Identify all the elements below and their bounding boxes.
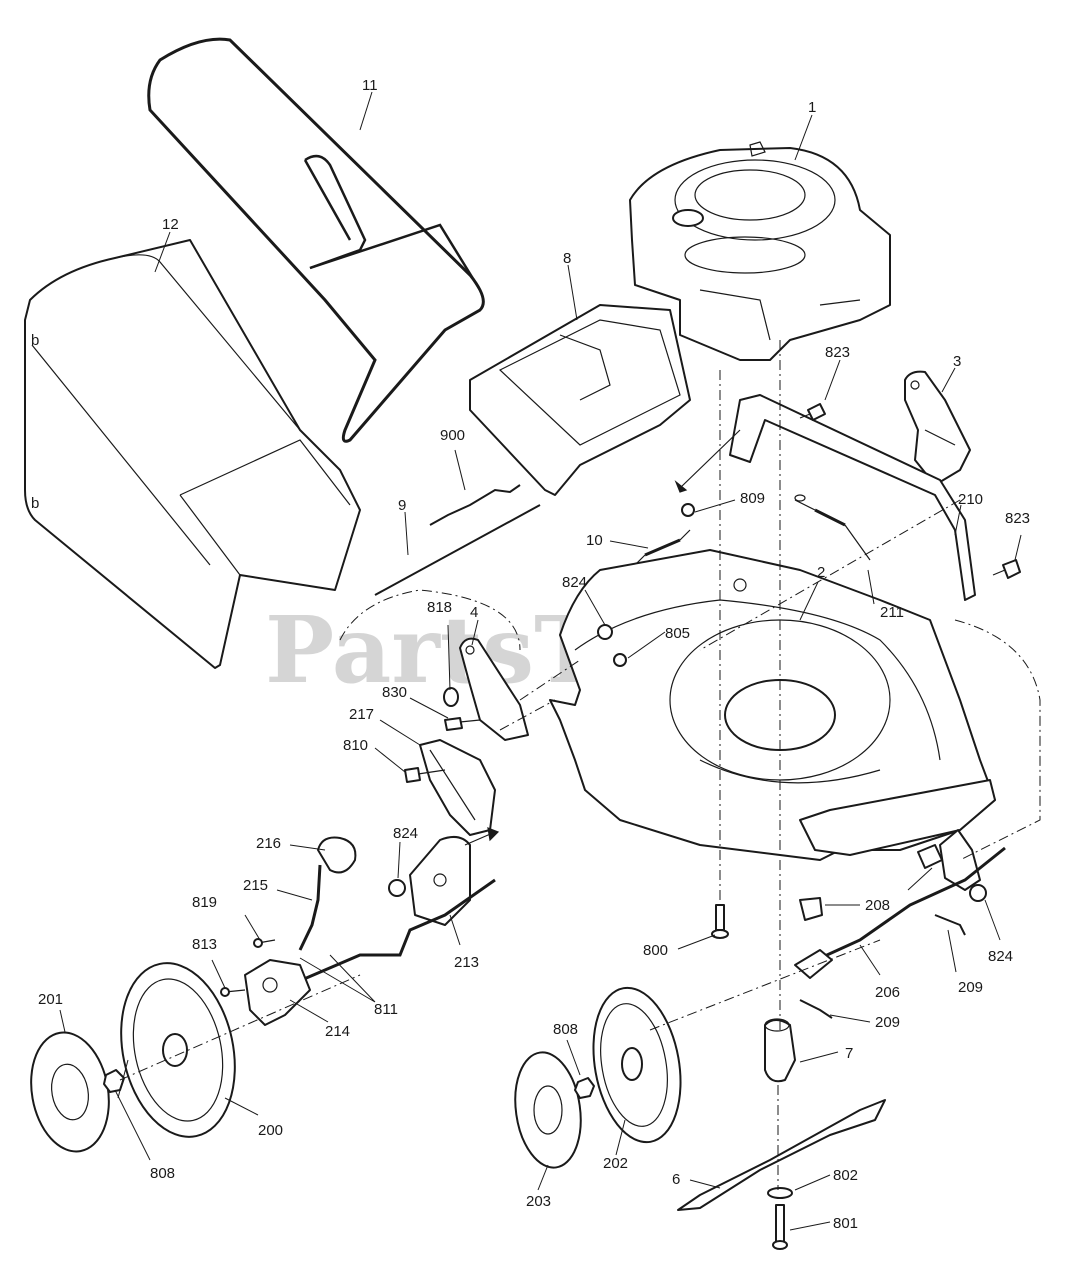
label-809: 809 (740, 490, 765, 507)
label-6: 6 (672, 1171, 680, 1188)
label-1: 1 (808, 99, 816, 116)
part-1-engine (629, 141, 891, 361)
label-9: 9 (398, 497, 406, 514)
label-813: 813 (192, 936, 217, 953)
part-824-nut-rear (388, 879, 406, 897)
label-3: 3 (953, 353, 961, 370)
part-210-lower-handle (729, 394, 976, 601)
label-216: 216 (256, 835, 281, 852)
part-203-front-hub-cap (514, 1051, 582, 1169)
label-213: 213 (454, 954, 479, 971)
part-211-spring (794, 494, 871, 561)
part-216-lever-knob (317, 836, 357, 874)
label-830: 830 (382, 684, 407, 701)
part-201-hub-cap (30, 1031, 110, 1153)
part-front-axle-sleeve (794, 949, 833, 979)
part-823-bolt-upper (799, 403, 826, 421)
part-12-grass-bag: b b (24, 239, 361, 669)
label-217: 217 (349, 706, 374, 723)
part-805-nut (613, 653, 627, 667)
label-4: 4 (470, 604, 478, 621)
label-7: 7 (845, 1045, 853, 1062)
label-802: 802 (833, 1167, 858, 1184)
label-2: 2 (817, 564, 825, 581)
part-9-hinge-rod (374, 504, 541, 596)
part-818-washer (443, 687, 459, 707)
label-10: 10 (586, 532, 603, 549)
part-7-blade-adapter (764, 1018, 796, 1083)
label-801: 801 (833, 1215, 858, 1232)
label-808-front: 808 (553, 1021, 578, 1038)
part-802-washer (767, 1187, 793, 1199)
part-809-nut (681, 503, 695, 517)
part-800-deck-bolt (711, 904, 729, 939)
part-810-bolt (404, 767, 446, 783)
leader-lines (59, 91, 1022, 1231)
part-214-lever-bracket (244, 959, 311, 1026)
label-800: 800 (643, 942, 668, 959)
part-202-front-wheel (592, 986, 682, 1144)
part-813-screw (220, 987, 246, 997)
part-213-rear-axle-bracket (409, 835, 471, 926)
part-4-height-bracket (459, 637, 529, 741)
label-810: 810 (343, 737, 368, 754)
bag-mark-bottom: b (31, 495, 39, 512)
part-labels: 1 2 3 4 6 7 8 9 10 11 12 200 201 202 203… (38, 77, 1030, 1232)
label-200: 200 (258, 1122, 283, 1139)
part-808-nut-rear (103, 1069, 125, 1093)
label-808-rear: 808 (150, 1165, 175, 1182)
part-217-height-plate (419, 739, 496, 836)
part-2-mower-deck (549, 549, 996, 861)
label-824-front: 824 (988, 948, 1013, 965)
label-818: 818 (427, 599, 452, 616)
part-808-nut-front (574, 1077, 595, 1099)
label-203: 203 (526, 1193, 551, 1210)
label-819: 819 (192, 894, 217, 911)
part-206-front-axle (804, 846, 1006, 967)
part-8-rear-door (469, 304, 691, 496)
part-819-screw (253, 938, 276, 948)
part-200-rear-wheel (120, 962, 236, 1138)
label-211: 211 (880, 604, 904, 621)
label-215: 215 (243, 877, 268, 894)
part-830-bolt (444, 717, 481, 731)
part-824-nut-deck (597, 624, 613, 640)
label-805: 805 (665, 625, 690, 642)
part-6-blade (677, 1099, 886, 1211)
part-209-clip-lower (799, 999, 833, 1019)
label-823-right: 823 (1005, 510, 1030, 527)
part-208-pivot-upper (917, 844, 943, 869)
label-209-lower: 209 (875, 1014, 900, 1031)
label-824-deck: 824 (562, 574, 587, 591)
bag-mark-top: b (31, 332, 39, 349)
label-209-upper: 209 (958, 979, 983, 996)
part-215-adjust-lever (298, 864, 322, 951)
part-rear-axle-rod (289, 878, 496, 987)
label-11: 11 (362, 77, 378, 94)
label-823-upper: 823 (825, 344, 850, 361)
label-202: 202 (603, 1155, 628, 1172)
part-801-blade-bolt (772, 1204, 788, 1250)
label-214: 214 (325, 1023, 350, 1040)
part-823-bolt-right (992, 559, 1021, 579)
part-208-pivot-lower (799, 897, 823, 921)
label-201: 201 (38, 991, 63, 1008)
part-11-bag-frame (147, 37, 485, 443)
label-208: 208 (865, 897, 890, 914)
label-8: 8 (563, 250, 571, 267)
part-209-clip-upper (934, 914, 966, 936)
label-900: 900 (440, 427, 465, 444)
part-900-door-spring (429, 484, 521, 526)
label-12: 12 (162, 216, 179, 233)
label-210: 210 (958, 491, 983, 508)
label-811: 811 (374, 1001, 398, 1018)
assembly-lines (119, 340, 1041, 1190)
part-3-handle-bracket (904, 370, 971, 486)
part-824-nut-front (969, 884, 987, 902)
label-824-rear: 824 (393, 825, 418, 842)
label-206: 206 (875, 984, 900, 1001)
